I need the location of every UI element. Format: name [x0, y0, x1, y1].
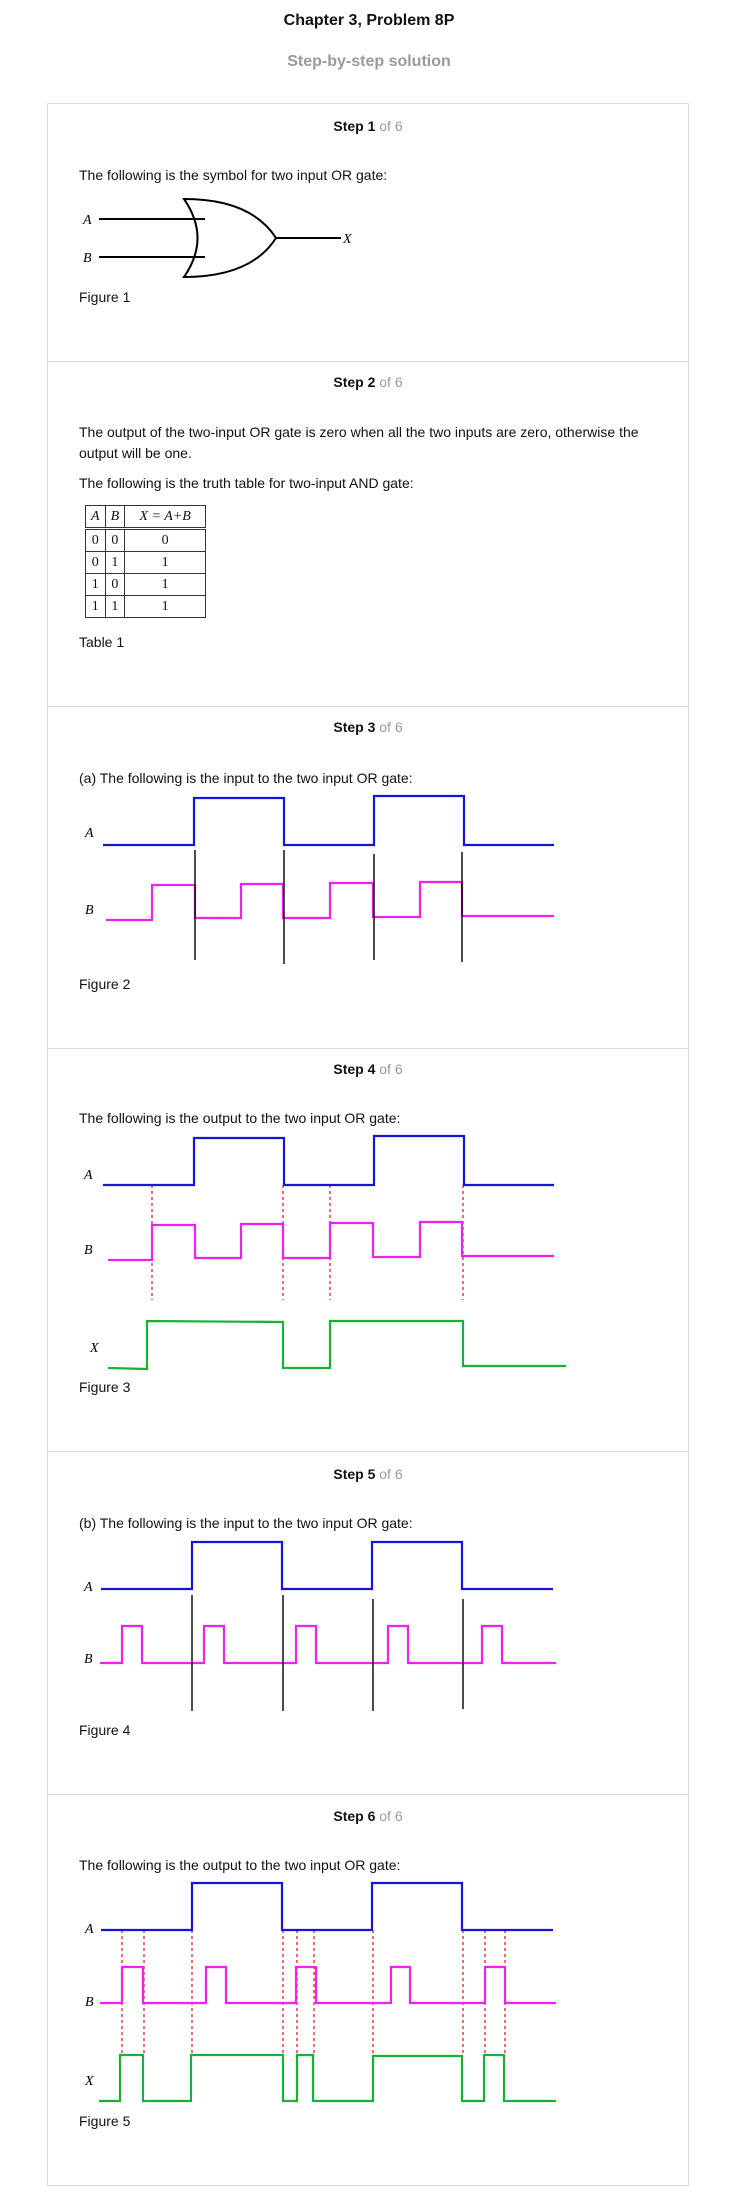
- figure-2-waveforms: A B: [84, 794, 554, 964]
- step-count: of 6: [379, 1061, 403, 1077]
- table-cell: 0: [124, 528, 207, 552]
- signal-b-waveform: [108, 1220, 554, 1262]
- table-cell: 1: [85, 573, 106, 596]
- output-x-label: X: [89, 1341, 99, 1356]
- step-divider: [48, 1048, 688, 1049]
- table-cell: 1: [124, 551, 207, 574]
- or-gate-symbol: A B X: [82, 197, 352, 279]
- step-2-text-2: The following is the truth table for two…: [79, 475, 414, 491]
- input-b-label: B: [85, 1995, 94, 2010]
- step-5-header: Step 5 of 6: [48, 1466, 688, 1482]
- step-6-header: Step 6 of 6: [48, 1808, 688, 1824]
- table-row: 1 0 1: [85, 573, 207, 596]
- step-4-header: Step 4 of 6: [48, 1061, 688, 1077]
- step-label: Step 4: [333, 1061, 376, 1077]
- signal-a-waveform: [101, 1540, 553, 1591]
- table-cell: 0: [104, 528, 126, 552]
- table-cell: 0: [85, 528, 106, 552]
- table-row: 1 1 1: [85, 595, 207, 618]
- step-4-text: The following is the output to the two i…: [79, 1110, 401, 1126]
- signal-a-waveform: [103, 1134, 554, 1187]
- figure-4-caption: Figure 4: [79, 1722, 131, 1738]
- step-label: Step 2: [333, 374, 376, 390]
- table-cell: 1: [124, 573, 207, 596]
- figure-5-waveforms: A B X: [84, 1881, 556, 2103]
- page-title: Chapter 3, Problem 8P: [283, 12, 455, 29]
- output-x-label: X: [342, 232, 352, 247]
- step-count: of 6: [379, 118, 403, 134]
- step-3-text: (a) The following is the input to the tw…: [79, 770, 413, 786]
- truth-table: A B X = A+B 0 0 0 0 1 1 1 0 1 1 1 1: [85, 505, 207, 618]
- step-divider: [48, 361, 688, 362]
- table-cell: 0: [104, 573, 126, 596]
- step-count: of 6: [379, 1466, 403, 1482]
- figure-5-caption: Figure 5: [79, 2113, 131, 2129]
- step-6-text: The following is the output to the two i…: [79, 1857, 401, 1873]
- table-row: 0 0 0: [85, 528, 207, 552]
- step-label: Step 5: [333, 1466, 376, 1482]
- page-subtitle: Step-by-step solution: [287, 53, 451, 70]
- step-divider: [48, 1794, 688, 1795]
- table-header: X = A+B: [124, 505, 207, 530]
- table-cell: 0: [85, 551, 106, 574]
- figure-3-waveforms: A B X: [83, 1134, 566, 1371]
- table-cell: 1: [104, 551, 126, 574]
- input-a-label: A: [82, 213, 92, 228]
- signal-a-waveform: [101, 1881, 553, 1932]
- input-b-label: B: [84, 1243, 93, 1258]
- signal-b-waveform: [106, 880, 554, 922]
- table-header: B: [104, 505, 126, 530]
- table-1-caption: Table 1: [79, 634, 125, 650]
- figure-4-waveforms: A B: [83, 1540, 556, 1711]
- figure-2-caption: Figure 2: [79, 976, 131, 992]
- input-a-label: A: [83, 1168, 93, 1183]
- signal-b-waveform: [100, 1624, 556, 1665]
- table-cell: 1: [85, 595, 106, 618]
- input-a-label: A: [84, 1922, 94, 1937]
- step-divider: [48, 1451, 688, 1452]
- step-count: of 6: [379, 719, 403, 735]
- step-label: Step 1: [333, 118, 376, 134]
- signal-x-waveform: [99, 2053, 556, 2103]
- input-b-label: B: [84, 1652, 93, 1667]
- signal-a-waveform: [103, 794, 554, 847]
- table-header: A: [85, 505, 106, 530]
- signal-b-waveform: [100, 1965, 556, 2005]
- step-count: of 6: [379, 374, 403, 390]
- input-b-label: B: [85, 903, 94, 918]
- step-2-text: The output of the two-input OR gate is z…: [79, 424, 639, 461]
- table-row: 0 1 1: [85, 551, 207, 574]
- table-cell: 1: [124, 595, 207, 618]
- step-divider: [48, 706, 688, 707]
- input-a-label: A: [84, 826, 94, 841]
- step-1-header: Step 1 of 6: [48, 118, 688, 134]
- step-label: Step 3: [333, 719, 376, 735]
- solution-frame: [47, 103, 689, 2186]
- step-label: Step 6: [333, 1808, 376, 1824]
- signal-x-waveform: [107, 1319, 566, 1371]
- output-x-label: X: [84, 2074, 94, 2089]
- step-2-header: Step 2 of 6: [48, 374, 688, 390]
- step-5-text: (b) The following is the input to the tw…: [79, 1515, 413, 1531]
- step-3-header: Step 3 of 6: [48, 719, 688, 735]
- table-cell: 1: [104, 595, 126, 618]
- input-a-label: A: [83, 1580, 93, 1595]
- step-count: of 6: [379, 1808, 403, 1824]
- step-1-text: The following is the symbol for two inpu…: [79, 167, 388, 183]
- figure-1-caption: Figure 1: [79, 289, 131, 305]
- figure-3-caption: Figure 3: [79, 1379, 131, 1395]
- input-b-label: B: [83, 251, 92, 266]
